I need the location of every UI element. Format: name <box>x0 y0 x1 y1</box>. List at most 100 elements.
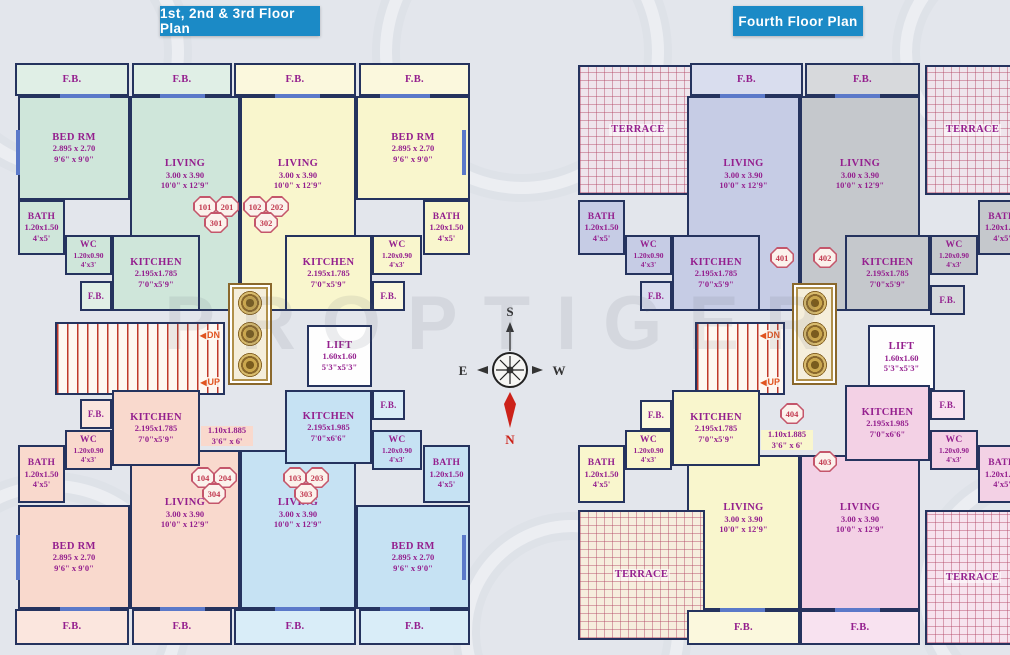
fb-label: F.B. <box>380 399 397 410</box>
plan1-fb-bottom-2: F.B. <box>132 609 232 645</box>
stairs-arrow-left-icon <box>200 330 206 340</box>
window <box>462 130 466 175</box>
room-name: KITCHEN <box>302 256 355 268</box>
plan1-unit101-bedroom: BED RM 2.895 x 2.70 9'6" x 9'0" <box>18 96 130 200</box>
room-dim-imperial: 5'3"x5'3" <box>883 363 920 374</box>
plan1-unit102-fb-side: F.B. <box>372 281 405 311</box>
badge-text: 203 <box>306 468 328 487</box>
unit-badge-303: 303 <box>294 483 318 504</box>
badge-text: 201 <box>216 197 238 216</box>
window <box>160 94 205 98</box>
unit-badge-102: 102 <box>243 196 267 217</box>
plan1-lobby-carpet <box>228 283 272 385</box>
dn-text: DN <box>207 330 220 340</box>
plan2-lift: LIFT 1.60x1.60 5'3"x5'3" <box>868 325 935 390</box>
window <box>462 535 466 580</box>
plan1-unit102-wc: WC 1.20x0.90 4'x3' <box>372 235 422 275</box>
room-name: BED RM <box>391 540 435 552</box>
badge-text: 401 <box>771 248 793 267</box>
room-dim-metric: 1.20x1.50 <box>985 222 1010 233</box>
dn-text: DN <box>767 330 780 340</box>
plan1-title: 1st, 2nd & 3rd Floor Plan <box>160 6 295 36</box>
badge-text: 204 <box>214 468 236 487</box>
carpet-medallion <box>801 290 828 316</box>
room-name: LIFT <box>888 341 915 353</box>
room-name: BATH <box>587 458 616 469</box>
badge-text: 104 <box>192 468 214 487</box>
room-dim-imperial: 3'6" x 6' <box>771 439 803 450</box>
plan1-unit102-kitchen: KITCHEN 2.195x1.785 7'0"x5'9" <box>285 235 372 311</box>
room-dim-metric: 1.20x0.90 <box>73 445 104 455</box>
room-name: BATH <box>27 211 56 222</box>
compass-north-pointer-icon <box>504 392 516 428</box>
room-dim-imperial: 7'0"x6'6" <box>310 432 347 443</box>
badge-text: 202 <box>266 197 288 216</box>
unit-badge-202: 202 <box>265 196 289 217</box>
room-dim-metric: 1.20x0.90 <box>382 445 412 455</box>
room-dim-metric: 1.20x1.50 <box>584 222 619 233</box>
fb-label: F.B. <box>647 409 665 420</box>
plan2-unit402-fb-side: F.B. <box>930 285 965 315</box>
room-dim-metric: 2.195x1.785 <box>134 268 178 279</box>
room-dim-imperial: 4'x5' <box>437 232 456 243</box>
fb-label: F.B. <box>172 621 192 633</box>
plan2-unit404-bath: BATH 1.20x1.50 4'x5' <box>578 445 625 503</box>
room-name: LIVING <box>277 497 319 508</box>
room-name: BED RM <box>52 540 96 552</box>
room-dim-imperial: 10'0" x 12'9" <box>160 519 210 530</box>
carpet-medallion <box>237 321 263 347</box>
stairs-arrow-left-icon <box>760 377 766 387</box>
room-dim-imperial: 7'0"x5'9" <box>698 433 734 444</box>
room-name: BATH <box>27 458 56 469</box>
up-text: UP <box>207 377 220 387</box>
fb-label: F.B. <box>62 73 82 85</box>
window <box>835 94 880 98</box>
plan2-staircase: DN UP <box>695 322 785 395</box>
room-name: LIVING <box>164 497 206 508</box>
room-dim-imperial: 10'0" x 12'9" <box>160 180 210 191</box>
plan1-staircase: DN UP <box>55 322 225 395</box>
unit-badge-101: 101 <box>193 196 217 217</box>
room-name: KITCHEN <box>690 411 742 423</box>
window <box>16 535 20 580</box>
room-dim-imperial: 4'x3' <box>640 455 657 465</box>
window <box>16 130 20 175</box>
carpet-medallion <box>801 352 828 378</box>
plan2-unit402-kitchen: KITCHEN 2.195x1.785 7'0"x5'9" <box>845 235 930 311</box>
room-dim-metric: 2.895 x 2.70 <box>52 143 96 154</box>
plan1-unit103-kitchen: KITCHEN 2.195x1.985 7'0"x6'6" <box>285 390 372 464</box>
room-dim-imperial: 10'0" x 12'9" <box>273 519 323 530</box>
fb-label: F.B. <box>405 621 424 633</box>
room-dim-metric: 1.10x1.885 <box>207 424 247 435</box>
room-dim-imperial: 7'0"x5'9" <box>138 433 174 444</box>
room-dim-metric: 3.00 x 3.90 <box>278 169 318 180</box>
room-dim-imperial: 7'0"x5'9" <box>310 278 347 289</box>
plan1-unit103-wc: WC 1.20x0.90 4'x3' <box>372 430 422 470</box>
plan2-unit404-passage: 1.10x1.885 3'6" x 6' <box>761 429 813 450</box>
room-name: BATH <box>587 211 616 222</box>
plan2-fb-top-2: F.B. <box>805 63 920 96</box>
room-dim-metric: 2.195x1.785 <box>694 423 738 434</box>
room-dim-imperial: 9'6" x 9'0" <box>393 562 433 573</box>
room-name: LIVING <box>277 158 319 169</box>
plan1-fb-top-4: F.B. <box>359 63 470 96</box>
room-name: WC <box>640 240 657 251</box>
floor-plan-1: F.B. F.B. F.B. F.B. BED RM 2.895 x 2.70 … <box>10 60 472 650</box>
plan1-fb-bottom-3: F.B. <box>234 609 356 645</box>
room-name: KITCHEN <box>130 256 182 268</box>
stairs-down-label: DN <box>198 330 221 340</box>
carpet-medallion <box>237 290 263 316</box>
room-dim-metric: 1.20x1.50 <box>24 468 59 479</box>
room-dim-metric: 2.195x1.785 <box>694 268 738 279</box>
unit-badge-302: 302 <box>254 212 278 233</box>
room-dim-metric: 2.195x1.785 <box>866 268 909 279</box>
stairs-up-label: UP <box>759 377 781 387</box>
fb-label: F.B. <box>737 73 756 85</box>
fb-label: F.B. <box>87 290 105 301</box>
plan2-unit401-bath: BATH 1.20x1.50 4'x5' <box>578 200 625 255</box>
room-dim-imperial: 4'x5' <box>592 479 611 490</box>
window <box>60 94 110 98</box>
room-name: BED RM <box>391 131 435 143</box>
unit-badge-103: 103 <box>283 467 307 488</box>
room-dim-metric: 1.60x1.60 <box>322 351 357 362</box>
